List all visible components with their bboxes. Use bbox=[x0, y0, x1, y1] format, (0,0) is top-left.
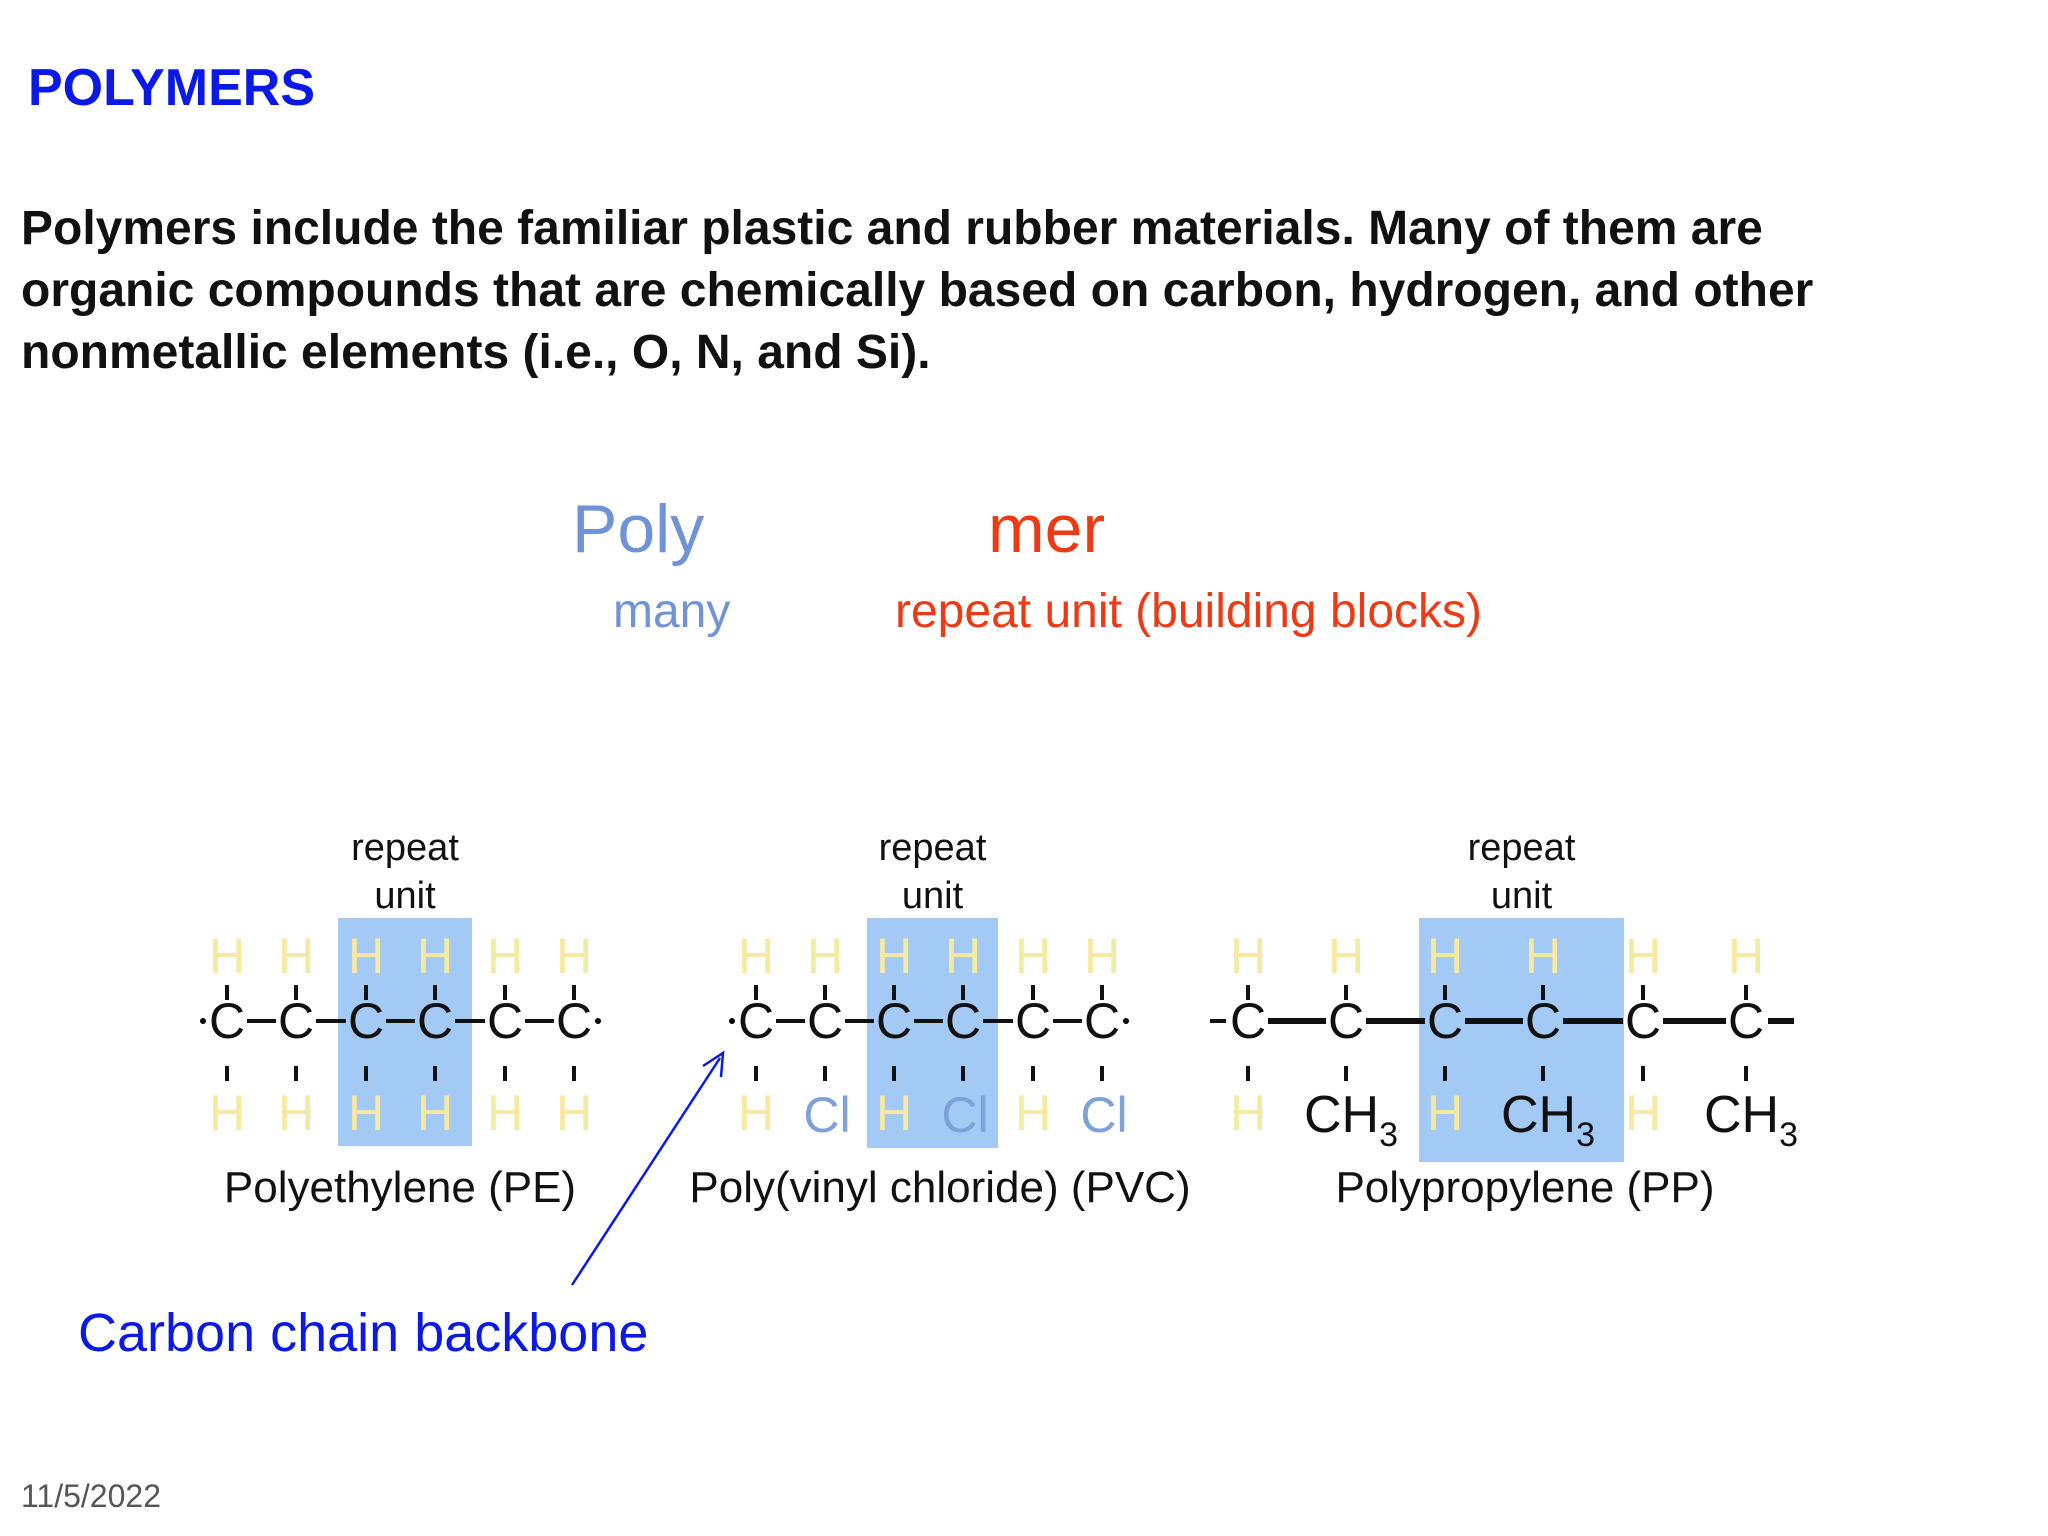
chain-end-dot bbox=[729, 1018, 735, 1024]
carbon-atom: C bbox=[876, 993, 912, 1049]
hydrogen-bottom: H bbox=[1427, 1085, 1463, 1141]
chlorine-atom: Cl bbox=[941, 1087, 988, 1143]
hydrogen-top: H bbox=[876, 928, 912, 984]
chain-end-dot bbox=[1123, 1018, 1129, 1024]
carbon-atom: C bbox=[1015, 993, 1051, 1049]
hydrogen-bottom: H bbox=[876, 1085, 912, 1141]
hydrogen-bottom: H bbox=[278, 1085, 314, 1141]
carbon-atom: C bbox=[1625, 993, 1661, 1049]
mer-word: mer bbox=[988, 491, 1106, 567]
intro-line-2: organic compounds that are chemically ba… bbox=[21, 264, 1814, 317]
unit-label: unit bbox=[374, 875, 436, 917]
carbon-atom: C bbox=[556, 993, 592, 1049]
slide-date: 11/5/2022 bbox=[21, 1478, 161, 1514]
hydrogen-bottom: H bbox=[417, 1085, 453, 1141]
hydrogen-top: H bbox=[417, 928, 453, 984]
hydrogen-bottom: H bbox=[1230, 1085, 1266, 1141]
carbon-chain-backbone-label: Carbon chain backbone bbox=[78, 1303, 649, 1363]
methyl-group: CH3 bbox=[1501, 1086, 1595, 1154]
intro-line-3: nonmetallic elements (i.e., O, N, and Si… bbox=[21, 326, 931, 379]
repeat-label: repeat bbox=[879, 827, 987, 869]
carbon-atom: C bbox=[348, 993, 384, 1049]
hydrogen-top: H bbox=[738, 928, 774, 984]
intro-paragraph: Polymers include the familiar plastic an… bbox=[21, 198, 1813, 384]
slide-title: POLYMERS bbox=[28, 59, 316, 117]
chlorine-atom: Cl bbox=[1080, 1087, 1127, 1143]
hydrogen-bottom: H bbox=[738, 1085, 774, 1141]
chain-end-dot bbox=[595, 1018, 601, 1024]
hydrogen-bottom: H bbox=[1625, 1085, 1661, 1141]
hydrogen-bottom: H bbox=[556, 1085, 592, 1141]
carbon-atom: C bbox=[487, 993, 523, 1049]
repeat-label: repeat bbox=[1468, 827, 1576, 869]
methyl-group: CH3 bbox=[1704, 1086, 1798, 1154]
hydrogen-top: H bbox=[278, 928, 314, 984]
polymer-name: Polypropylene (PP) bbox=[1335, 1163, 1714, 1212]
repeat-unit-meaning: repeat unit (building blocks) bbox=[895, 585, 1482, 638]
carbon-atom: C bbox=[1525, 993, 1561, 1049]
pvc-structure: repeatunitCHHCHClCHHCHClCHHCHClPoly(viny… bbox=[689, 827, 1190, 1212]
carbon-atom: C bbox=[738, 993, 774, 1049]
hydrogen-bottom: H bbox=[348, 1085, 384, 1141]
carbon-atom: C bbox=[807, 993, 843, 1049]
arrow-line bbox=[570, 1057, 722, 1286]
methyl-group: CH3 bbox=[1304, 1086, 1398, 1154]
hydrogen-top: H bbox=[1525, 928, 1561, 984]
hydrogen-top: H bbox=[1728, 928, 1764, 984]
polymer-name: Polyethylene (PE) bbox=[224, 1163, 576, 1212]
intro-line-1: Polymers include the familiar plastic an… bbox=[21, 202, 1763, 255]
chain-end-dot bbox=[200, 1018, 206, 1024]
chlorine-atom: Cl bbox=[803, 1087, 850, 1143]
unit-label: unit bbox=[1491, 875, 1553, 917]
hydrogen-top: H bbox=[348, 928, 384, 984]
hydrogen-top: H bbox=[556, 928, 592, 984]
carbon-atom: C bbox=[1230, 993, 1266, 1049]
repeat-unit-box bbox=[1419, 918, 1624, 1162]
backbone-arrow bbox=[570, 1050, 725, 1286]
hydrogen-top: H bbox=[209, 928, 245, 984]
hydrogen-bottom: H bbox=[209, 1085, 245, 1141]
hydrogen-bottom: H bbox=[487, 1085, 523, 1141]
carbon-atom: C bbox=[1427, 993, 1463, 1049]
hydrogen-top: H bbox=[1625, 928, 1661, 984]
carbon-atom: C bbox=[1328, 993, 1364, 1049]
hydrogen-top: H bbox=[1230, 928, 1266, 984]
hydrogen-top: H bbox=[1015, 928, 1051, 984]
carbon-atom: C bbox=[945, 993, 981, 1049]
hydrogen-top: H bbox=[1427, 928, 1463, 984]
carbon-atom: C bbox=[278, 993, 314, 1049]
repeat-label: repeat bbox=[351, 827, 459, 869]
poly-word: Poly bbox=[572, 491, 705, 567]
hydrogen-top: H bbox=[487, 928, 523, 984]
carbon-atom: C bbox=[417, 993, 453, 1049]
unit-label: unit bbox=[902, 875, 964, 917]
repeat-unit-box bbox=[867, 918, 998, 1148]
hydrogen-top: H bbox=[807, 928, 843, 984]
many-meaning: many bbox=[613, 585, 731, 638]
repeat-unit-box bbox=[338, 918, 472, 1146]
polymer-name: Poly(vinyl chloride) (PVC) bbox=[689, 1163, 1190, 1212]
hydrogen-bottom: H bbox=[1015, 1085, 1051, 1141]
hydrogen-top: H bbox=[945, 928, 981, 984]
carbon-atom: C bbox=[1084, 993, 1120, 1049]
hydrogen-top: H bbox=[1084, 928, 1120, 984]
carbon-atom: C bbox=[1728, 993, 1764, 1049]
arrow-head bbox=[702, 1050, 725, 1078]
hydrogen-top: H bbox=[1328, 928, 1364, 984]
polypropylene-structure: repeatunitCHHCHCH3CHHCHCH3CHHCHCH3Polypr… bbox=[1210, 827, 1798, 1212]
carbon-atom: C bbox=[209, 993, 245, 1049]
polyethylene-structure: repeatunitCHHCHHCHHCHHCHHCHHPolyethylene… bbox=[200, 827, 601, 1212]
